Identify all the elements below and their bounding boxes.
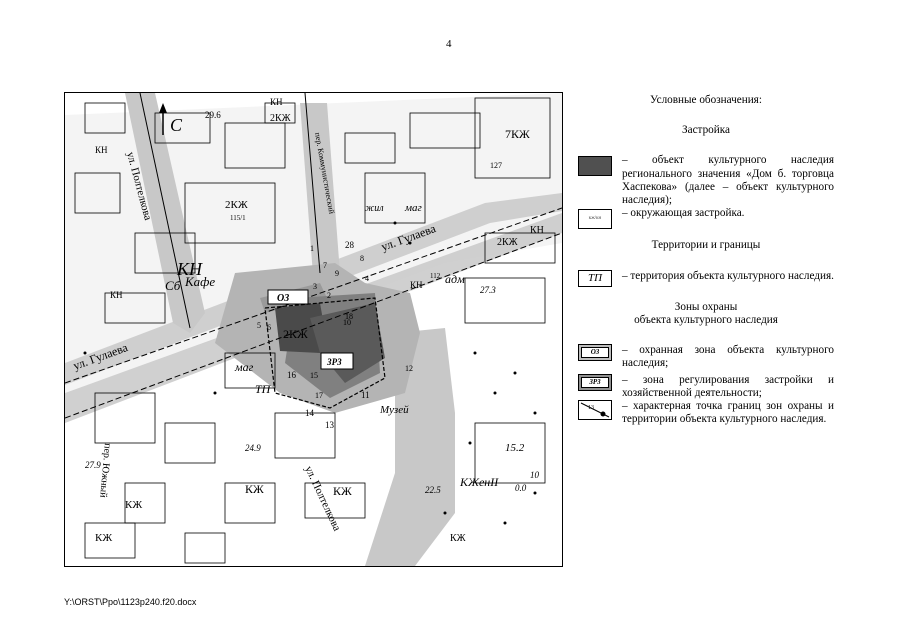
map-label: 112 [430,272,441,280]
map-label: 29.6 [205,110,221,120]
map-label: О3 [277,293,289,304]
legend-point-text: – характерная точка границ зон охраны и … [622,400,834,426]
map-label: 18 [345,312,353,321]
map-label: 10 [343,318,351,327]
map-label: 17 [315,391,323,400]
map-label: 27.3 [480,285,496,295]
map-label: 4 [365,274,369,283]
legend-o3-row: О3 – охранная зона объекта культурного н… [578,344,834,370]
zr-symbol-label: ЗР3 [581,376,609,388]
map-label: КЖ [125,499,142,511]
territory-symbol: ТП [578,269,612,287]
map-label: 7 [323,261,327,270]
map-label: Музей [379,404,409,416]
map-label: 28 [345,240,355,250]
map-label: КН [410,280,423,290]
map-label: КЖенII [459,475,499,489]
legend-territories-heading: Территории и границы [651,239,761,252]
surrounding-building-symbol: кж/кн [578,209,612,230]
north-label: С [170,115,183,135]
map-label: 115/1 [230,214,246,222]
map-label: 1 [310,244,314,253]
legend-title: Условные обозначения: [650,94,762,106]
map-label: 12 [405,364,413,373]
map-label: 15.2 [505,442,525,454]
map-label: 0.0 [515,483,527,493]
page-number: 4 [446,38,452,50]
legend-surrounding-row: кж/кн – окружающая застройка. [578,207,834,230]
map-label: 27.9 [85,460,101,470]
legend-heritage-text: – объект культурного наследия региональн… [622,154,834,207]
map-label: КЖ [95,532,112,544]
map-label: КЖ [245,482,264,496]
legend-surrounding-text: – окружающая застройка. [622,207,745,220]
map-label: 14 [305,408,315,418]
map-label: 8 [360,254,364,263]
map-label: 15 [310,371,318,380]
zr3-map-label-box [320,352,354,370]
map-label: 10 [530,470,540,480]
map-drawing: С 29.6 КН 2КЖ 7КЖ 127 КН КН 2КЖ 115/1 жи… [65,93,562,566]
situation-map: С 29.6 КН 2КЖ 7КЖ 127 КН КН 2КЖ 115/1 жи… [64,92,563,567]
map-label: 13 [325,420,335,430]
map-label: 2КЖ [225,199,248,211]
legend-territory-text: – территория объекта культурного наследи… [622,269,834,282]
document-footer-path: Y:\ORST\Ppo\1123p240.f20.docx [64,597,197,607]
legend-point-row: 13 – характерная точка границ зон охраны… [578,400,834,426]
map-label: 24.9 [245,443,261,453]
map-label: 2КЖ [283,327,308,341]
map-label: Кафе [184,274,215,289]
street-label-yuzhny: пер. Южный [97,443,113,499]
map-label: 16 [287,370,297,380]
map-label: КН [176,259,203,279]
map-label: Сб [165,278,181,293]
legend-zones-heading-2: объекта культурного наследия [634,314,778,327]
map-label: 2КЖ [497,237,518,248]
map-label: 9 [335,269,339,278]
map-label: маг [404,202,423,214]
regulation-zone-symbol: ЗР3 [578,373,612,391]
map-label: 127 [490,161,502,170]
boundary-point-symbol: 13 [578,400,612,421]
map-label: КЖ [333,484,352,498]
legend-territory-row: ТП – территория объекта культурного насл… [578,269,834,287]
map-label: 3 [313,282,317,291]
map-label: ЗР3 [326,357,342,367]
map-label: жил [365,203,384,214]
legend-o3-text: – охранная зона объекта культурного насл… [622,344,834,370]
map-label: КН [110,290,123,300]
legend-heritage-row: – объект культурного наследия региональн… [578,154,834,207]
map-label: 11 [361,390,370,400]
map-label: 2КЖ [270,113,291,124]
heritage-symbol [578,156,612,177]
legend-buildings-heading: Застройка [682,124,730,137]
map-label: 22.5 [425,485,441,495]
street-label-poltelkova-bottom: ул. Полтелкова [302,464,343,533]
point-symbol-label: 13 [588,405,594,411]
map-label: 7КЖ [505,127,530,141]
legend-zr-text: – зона регулирования застройки и хозяйст… [622,373,834,399]
map-label: ТП [255,382,272,396]
map-label: КН [270,97,283,107]
map-label: КН [530,225,544,236]
map-label: 2 [327,291,331,300]
map-label: 6 [267,323,271,332]
legend-zones-heading-1: Зоны охраны [674,300,738,313]
map-label: маг [234,360,254,374]
legend: Условные обозначения: Застройка – объект… [578,92,834,426]
map-label: адм [445,272,465,286]
map-label: КН [95,145,108,155]
map-label: 5 [257,321,261,330]
o3-map-label-box [267,289,309,305]
o3-symbol-label: О3 [581,347,609,359]
map-label: КЖ [450,533,466,544]
legend-zr-row: ЗР3 – зона регулирования застройки и хоз… [578,373,834,400]
protection-zone-symbol: О3 [578,344,612,362]
